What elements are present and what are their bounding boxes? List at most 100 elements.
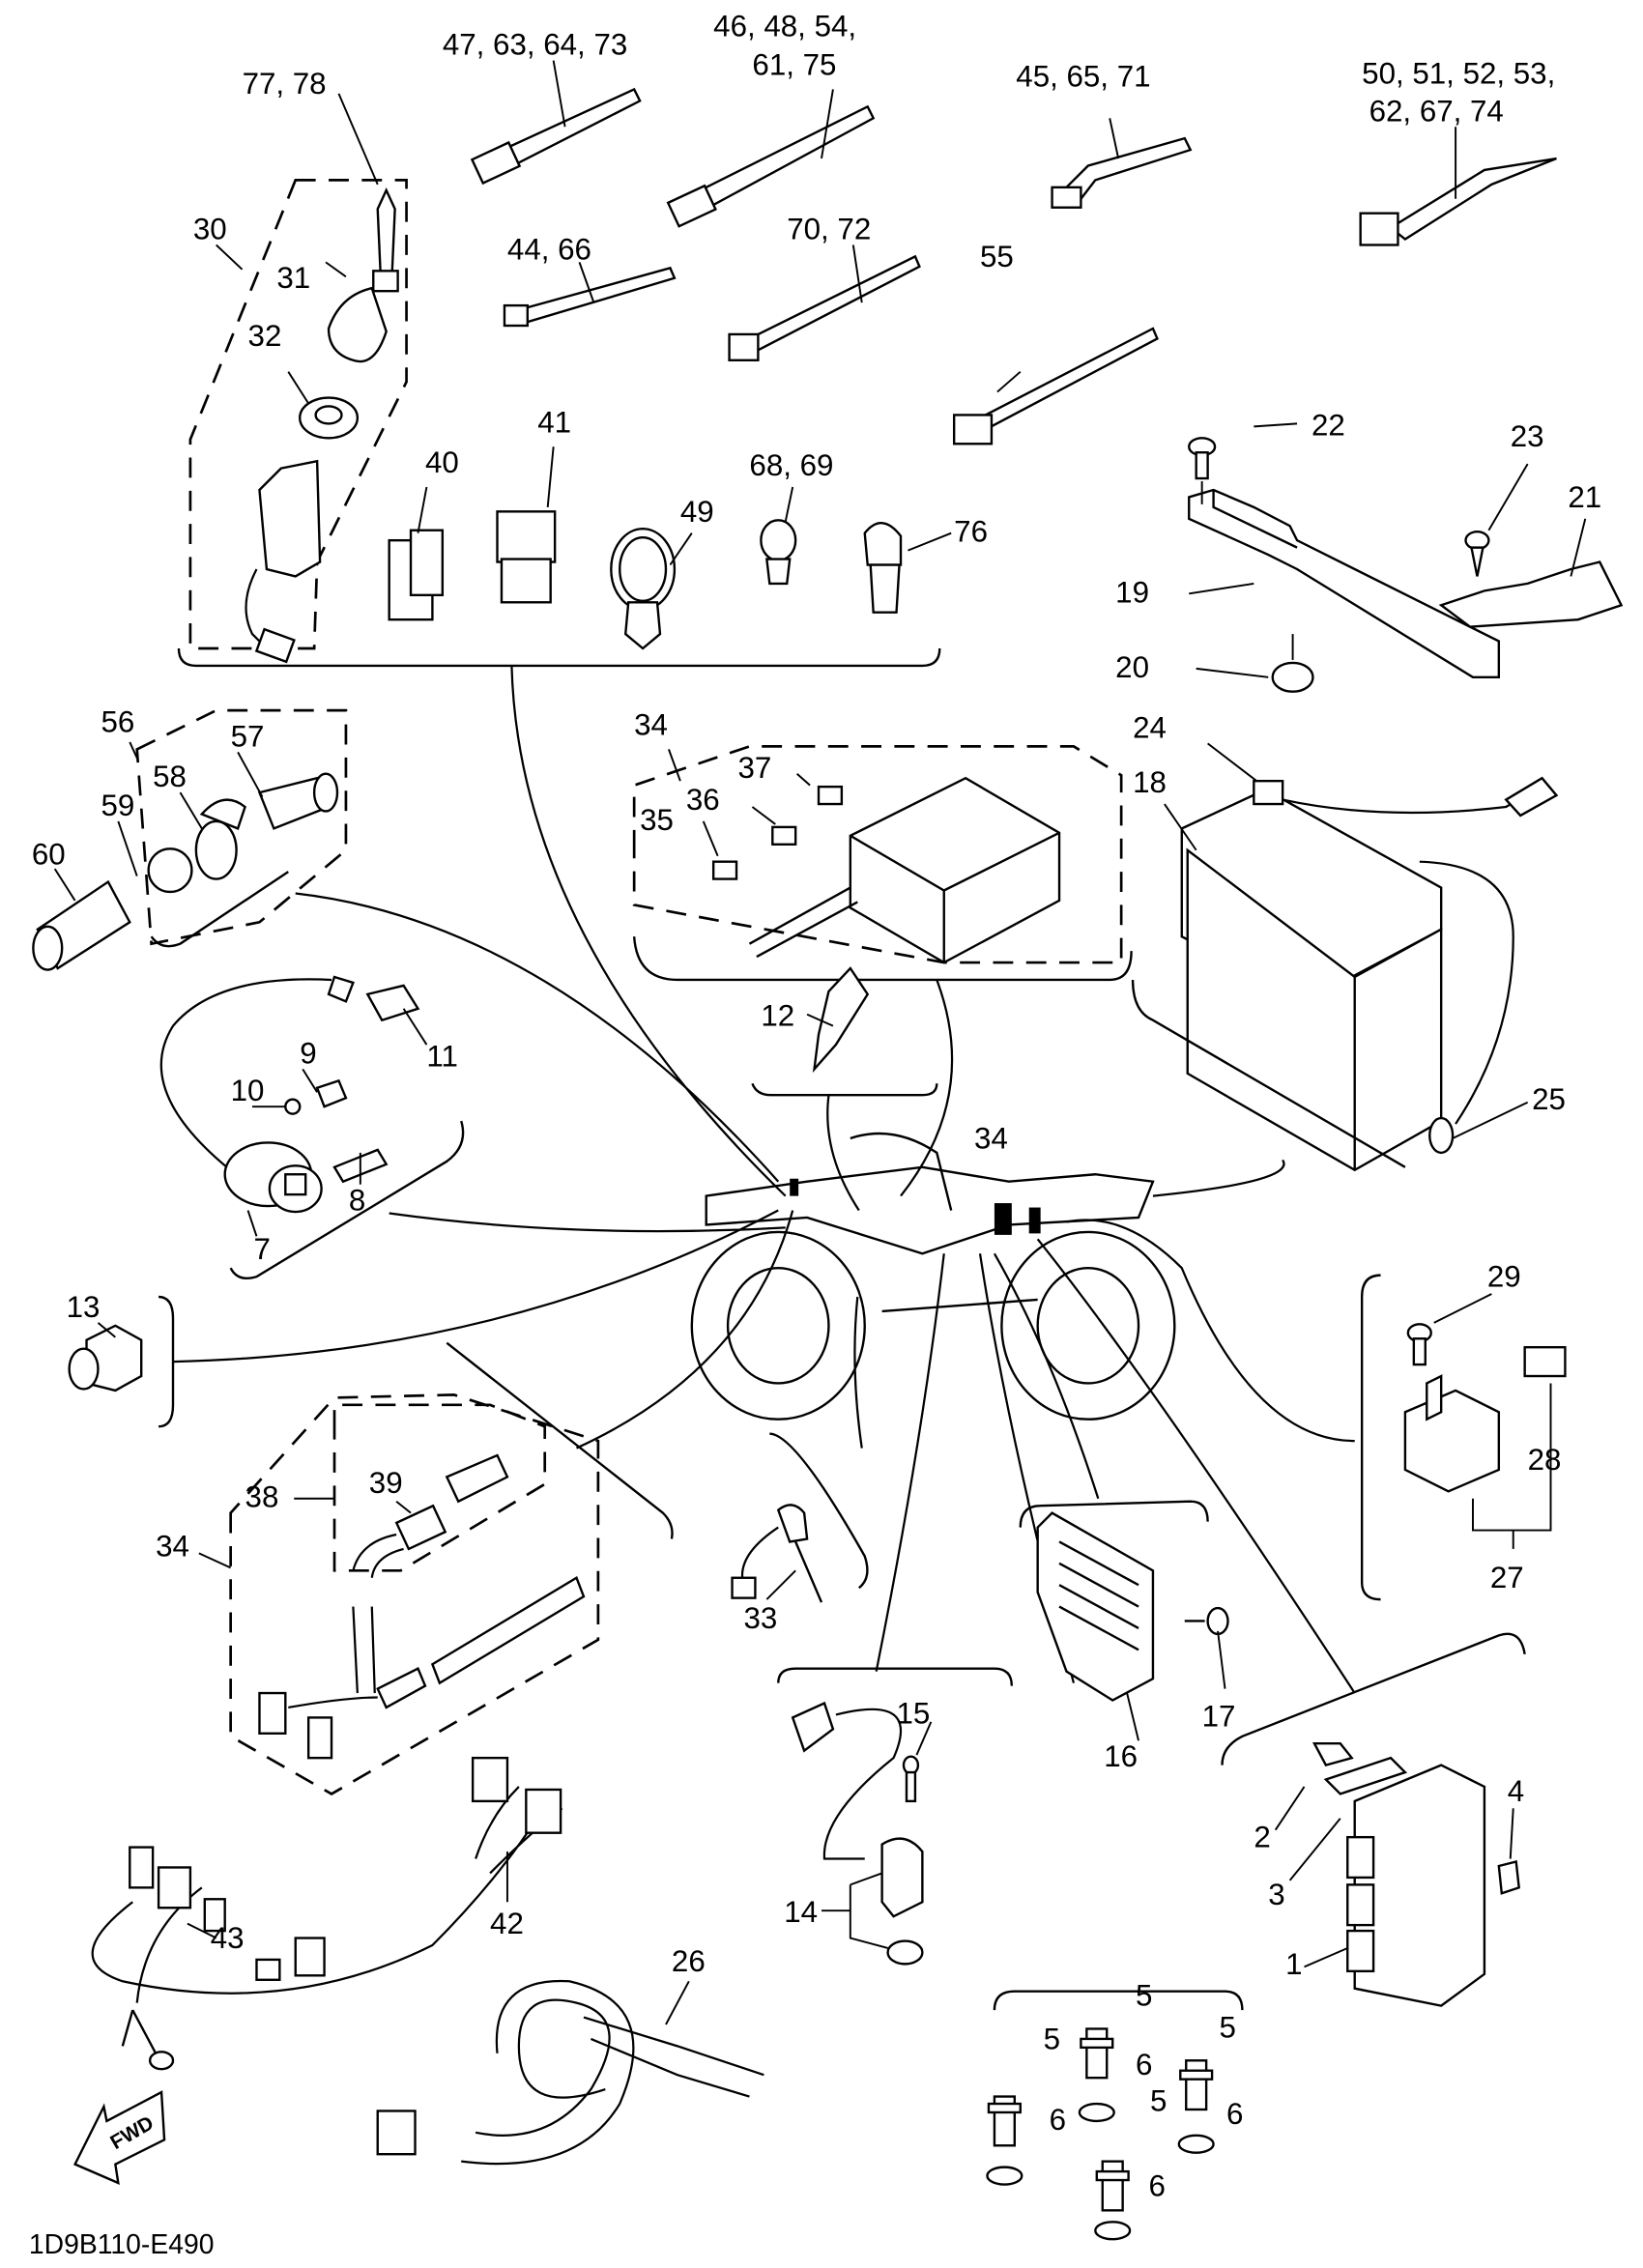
callout-41: 41: [537, 405, 571, 439]
callout-35: 35: [640, 803, 674, 837]
cable-26-connector: [376, 2110, 417, 2156]
thermo-group: [68, 1295, 175, 1428]
callout-4: 4: [1508, 1774, 1524, 1808]
washer-10: [284, 1098, 302, 1115]
fuse-37: [817, 785, 844, 806]
callout-3: 3: [1268, 1878, 1284, 1911]
speed-sensor-group: [777, 1667, 1014, 1966]
nut-4: [1497, 1860, 1520, 1895]
callout-21: 21: [1568, 480, 1601, 514]
starter-relay-group: [1360, 1274, 1567, 1601]
frame-stay-group: [1188, 422, 1624, 693]
hose-11: [365, 984, 420, 1022]
sensor-12-group: [751, 966, 938, 1097]
sensor-33-group: [731, 1432, 869, 1603]
callout-23: 23: [1511, 419, 1544, 453]
callout-32: 32: [248, 319, 282, 353]
callout-61-75: 61, 75: [752, 48, 836, 82]
socket-60: [32, 879, 131, 971]
top-group: [177, 60, 1557, 668]
bracket-21: [1438, 560, 1624, 628]
harness-subgroup: [198, 1341, 674, 1795]
forward-arrow-icon: FWD: [72, 2090, 166, 2185]
bolt-17: [1206, 1606, 1229, 1636]
starter-relay-27: [1403, 1389, 1501, 1493]
main-switch-group-outline: [188, 179, 408, 650]
callout-5-a: 5: [1044, 2022, 1060, 2055]
rectifier-group: [1019, 1500, 1229, 1741]
callout-34-harness: 34: [156, 1529, 189, 1563]
harness-42-connector-a: [471, 1756, 509, 1803]
fuse-box-outline: [632, 745, 1123, 964]
socket-group-outline: [135, 708, 348, 946]
callout-9: 9: [300, 1036, 316, 1070]
callout-labels: 77, 78 47, 63, 64, 73 46, 48, 54, 61, 75…: [32, 9, 1601, 2202]
connector-40: [388, 529, 445, 621]
harness-group: [91, 1756, 563, 2071]
callout-59: 59: [101, 789, 134, 822]
callout-5-b: 5: [1136, 1979, 1152, 2013]
callout-1: 1: [1285, 1947, 1302, 1981]
bolt-washer-group: [986, 1990, 1244, 2241]
callout-20: 20: [1115, 650, 1149, 684]
callout-43: 43: [211, 1921, 245, 1955]
callout-34-fusebox: 34: [634, 707, 668, 741]
callout-70-72: 70, 72: [787, 213, 871, 246]
callout-29: 29: [1487, 1260, 1521, 1294]
battery-group: [1131, 742, 1559, 1172]
bolt-5b: [1080, 2027, 1114, 2080]
callout-47-63-64-73: 47, 63, 64, 73: [443, 28, 627, 62]
screw-2: [1312, 1742, 1354, 1767]
coil-7: [223, 1141, 323, 1214]
screw-23: [1464, 531, 1490, 551]
atv-illustration: [690, 1132, 1176, 1421]
callout-55: 55: [980, 240, 1014, 273]
callout-22: 22: [1312, 408, 1345, 442]
callout-62-67-74: 62, 67, 74: [1369, 94, 1504, 128]
cable-tie-47: [470, 87, 642, 186]
plug-24: [1253, 779, 1284, 806]
callout-15: 15: [897, 1696, 931, 1730]
callout-45-65-71: 45, 65, 71: [1016, 59, 1150, 93]
callout-50-51-52-53: 50, 51, 52, 53,: [1362, 56, 1555, 90]
callout-5-c: 5: [1220, 2010, 1236, 2044]
callout-5-d: 5: [1150, 2083, 1167, 2117]
callout-76: 76: [954, 515, 988, 549]
callout-14: 14: [784, 1895, 818, 1929]
fuse-box-group: [632, 745, 1133, 982]
washer-6b: [1078, 2102, 1115, 2123]
washer-6d: [1094, 2221, 1132, 2241]
cable-tie-70: [728, 254, 921, 361]
lead-outline-38: [332, 1403, 547, 1572]
callout-6-c: 6: [1226, 2097, 1243, 2131]
callout-6-d: 6: [1148, 2168, 1165, 2202]
bolt-5a: [987, 2095, 1022, 2147]
ecu-1: [1353, 1764, 1486, 2007]
callout-12: 12: [761, 999, 794, 1033]
main-switch-body: [258, 459, 322, 578]
harness-outline: [229, 1393, 600, 1795]
connector-39: [394, 1504, 447, 1551]
harness-43-connector-a: [129, 1846, 155, 1889]
cable-tie-46: [666, 104, 876, 228]
callout-17: 17: [1202, 1699, 1236, 1733]
callout-24: 24: [1133, 710, 1167, 744]
bolt-15: [902, 1755, 920, 1775]
fuse-35: [711, 860, 738, 880]
cable-25: [1428, 1116, 1455, 1155]
callout-8: 8: [349, 1184, 365, 1218]
diagram-code: 1D9B110-E490: [29, 2229, 215, 2260]
callout-38: 38: [245, 1480, 279, 1514]
battery-cable-26: [376, 1979, 764, 2166]
ecu-group: [1221, 1632, 1526, 2007]
harness-connector-a: [258, 1691, 287, 1735]
coupler-14: [791, 1701, 835, 1753]
bolt-5d: [1095, 2160, 1130, 2212]
sensor-33: [776, 1504, 809, 1543]
callout-39: 39: [369, 1466, 403, 1500]
callout-57: 57: [231, 719, 265, 753]
harness-43-connector-b: [157, 1866, 192, 1909]
cable-tie-45: [1051, 136, 1193, 209]
callout-7: 7: [254, 1232, 271, 1266]
